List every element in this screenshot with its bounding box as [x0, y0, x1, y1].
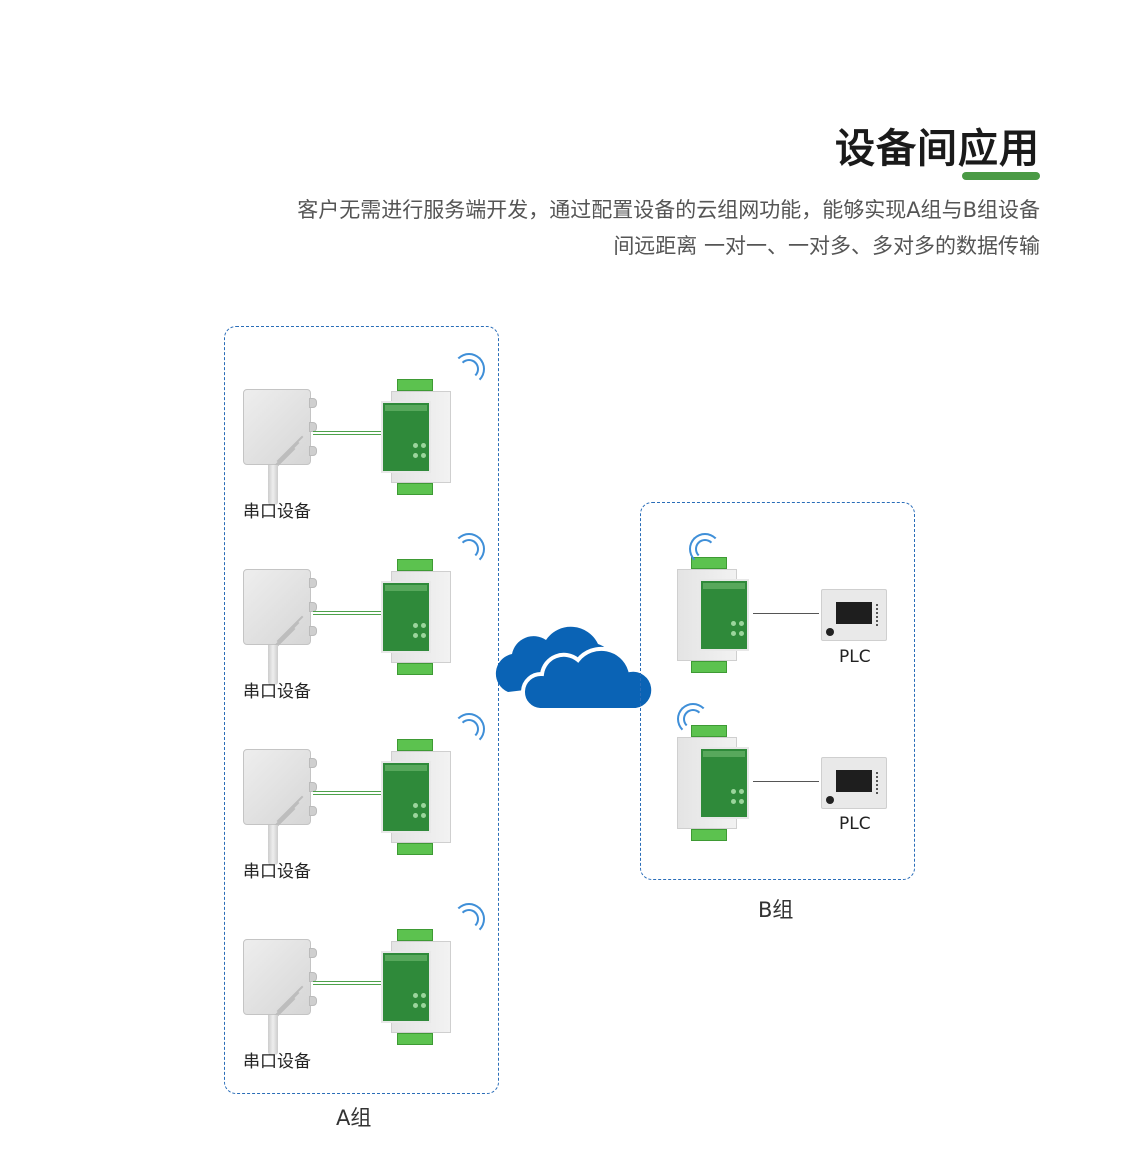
- group-a-row: 串口设备: [225, 713, 500, 911]
- group-a-box: 串口设备 串口设备 串口设备 串口设备: [224, 326, 499, 1094]
- wifi-signal-icon: [453, 353, 485, 385]
- plc-wire: [753, 613, 819, 614]
- wifi-signal-icon: [453, 713, 485, 745]
- title-underline: [962, 172, 1040, 180]
- serial-wire: [313, 431, 385, 435]
- plc-label: PLC: [839, 814, 871, 834]
- serial-device-icon: [243, 749, 317, 865]
- plc-icon: [821, 757, 887, 809]
- serial-device-label: 串口设备: [243, 1052, 311, 1072]
- group-b-label: B组: [758, 898, 794, 922]
- plc-label: PLC: [839, 647, 871, 667]
- group-b-box: PLC PLC: [640, 502, 915, 880]
- serial-device-icon: [243, 939, 317, 1055]
- description: 客户无需进行服务端开发，通过配置设备的云组网功能，能够实现A组与B组设备间远距离…: [297, 198, 1040, 258]
- wifi-signal-icon: [453, 533, 485, 565]
- group-a-row: 串口设备: [225, 353, 500, 551]
- group-a-label: A组: [336, 1106, 372, 1130]
- wifi-signal-icon: [453, 903, 485, 935]
- page-title: 设备间应用: [835, 126, 1040, 172]
- group-a-row: 串口设备: [225, 533, 500, 731]
- plc-wire: [753, 781, 819, 782]
- plc-icon: [821, 589, 887, 641]
- serial-device-icon: [243, 389, 317, 505]
- serial-device-label: 串口设备: [243, 862, 311, 882]
- cloud-icon: [495, 626, 656, 712]
- iot-gateway-icon: [381, 737, 457, 857]
- iot-gateway-icon: [677, 555, 753, 675]
- serial-device-icon: [243, 569, 317, 685]
- serial-device-label: 串口设备: [243, 502, 311, 522]
- wifi-signal-icon: [677, 703, 709, 735]
- serial-wire: [313, 791, 385, 795]
- serial-wire: [313, 611, 385, 615]
- iot-gateway-icon: [677, 723, 753, 843]
- iot-gateway-icon: [381, 927, 457, 1047]
- serial-wire: [313, 981, 385, 985]
- serial-device-label: 串口设备: [243, 682, 311, 702]
- iot-gateway-icon: [381, 557, 457, 677]
- wifi-signal-icon: [689, 533, 721, 565]
- group-a-row: 串口设备: [225, 903, 500, 1101]
- iot-gateway-icon: [381, 377, 457, 497]
